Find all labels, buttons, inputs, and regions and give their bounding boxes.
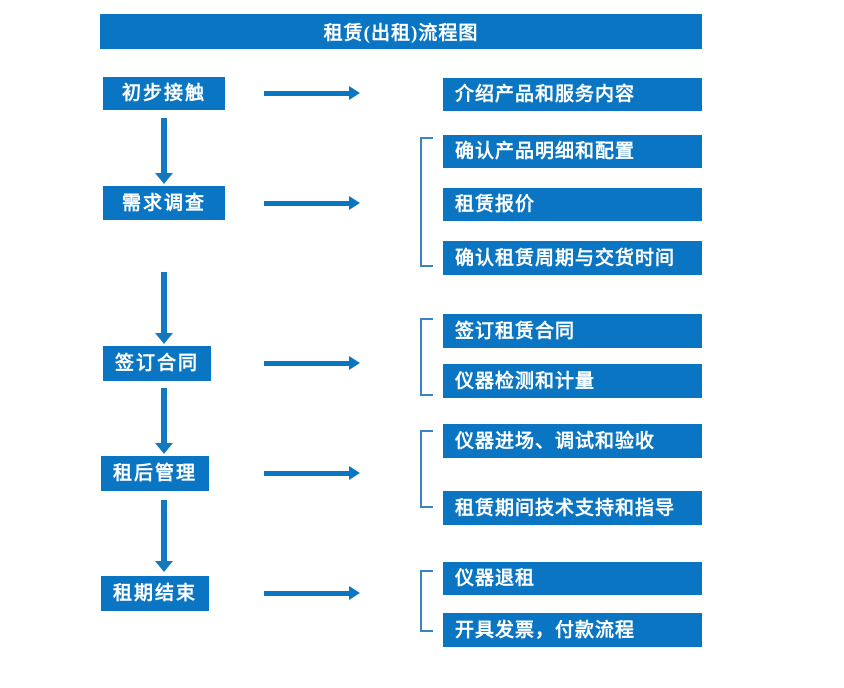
group-bracket-2 xyxy=(420,318,433,396)
page-title: 租赁(出租)流程图 xyxy=(100,14,702,49)
stage-box-4[interactable]: 租后管理 xyxy=(101,456,209,491)
detail-box-6[interactable]: 仪器检测和计量 xyxy=(443,364,702,398)
group-bracket-3 xyxy=(420,430,433,508)
flow-arrow-down-2 xyxy=(155,272,173,344)
detail-arrow-right-2 xyxy=(264,195,360,211)
stage-box-5[interactable]: 租期结束 xyxy=(101,576,209,611)
detail-arrow-right-4 xyxy=(264,465,360,481)
detail-box-3[interactable]: 租赁报价 xyxy=(443,188,702,221)
detail-box-9[interactable]: 仪器退租 xyxy=(443,562,702,595)
flow-arrow-down-3 xyxy=(155,388,173,454)
detail-box-2[interactable]: 确认产品明细和配置 xyxy=(443,135,702,168)
detail-box-1[interactable]: 介绍产品和服务内容 xyxy=(443,78,702,111)
group-bracket-4 xyxy=(420,570,433,632)
flow-arrow-down-1 xyxy=(155,118,173,184)
detail-arrow-right-3 xyxy=(264,355,360,371)
flow-arrow-down-4 xyxy=(155,500,173,572)
stage-box-1[interactable]: 初步接触 xyxy=(103,77,225,110)
detail-box-4[interactable]: 确认租赁周期与交货时间 xyxy=(443,241,702,275)
detail-arrow-right-1 xyxy=(264,85,360,101)
stage-box-2[interactable]: 需求调查 xyxy=(103,186,225,220)
group-bracket-1 xyxy=(420,137,433,267)
detail-box-5[interactable]: 签订租赁合同 xyxy=(443,314,702,348)
detail-box-10[interactable]: 开具发票，付款流程 xyxy=(443,613,702,647)
detail-arrow-right-5 xyxy=(264,585,360,601)
detail-box-7[interactable]: 仪器进场、调试和验收 xyxy=(443,424,702,458)
detail-box-8[interactable]: 租赁期间技术支持和指导 xyxy=(443,491,702,525)
stage-box-3[interactable]: 签订合同 xyxy=(103,346,211,381)
